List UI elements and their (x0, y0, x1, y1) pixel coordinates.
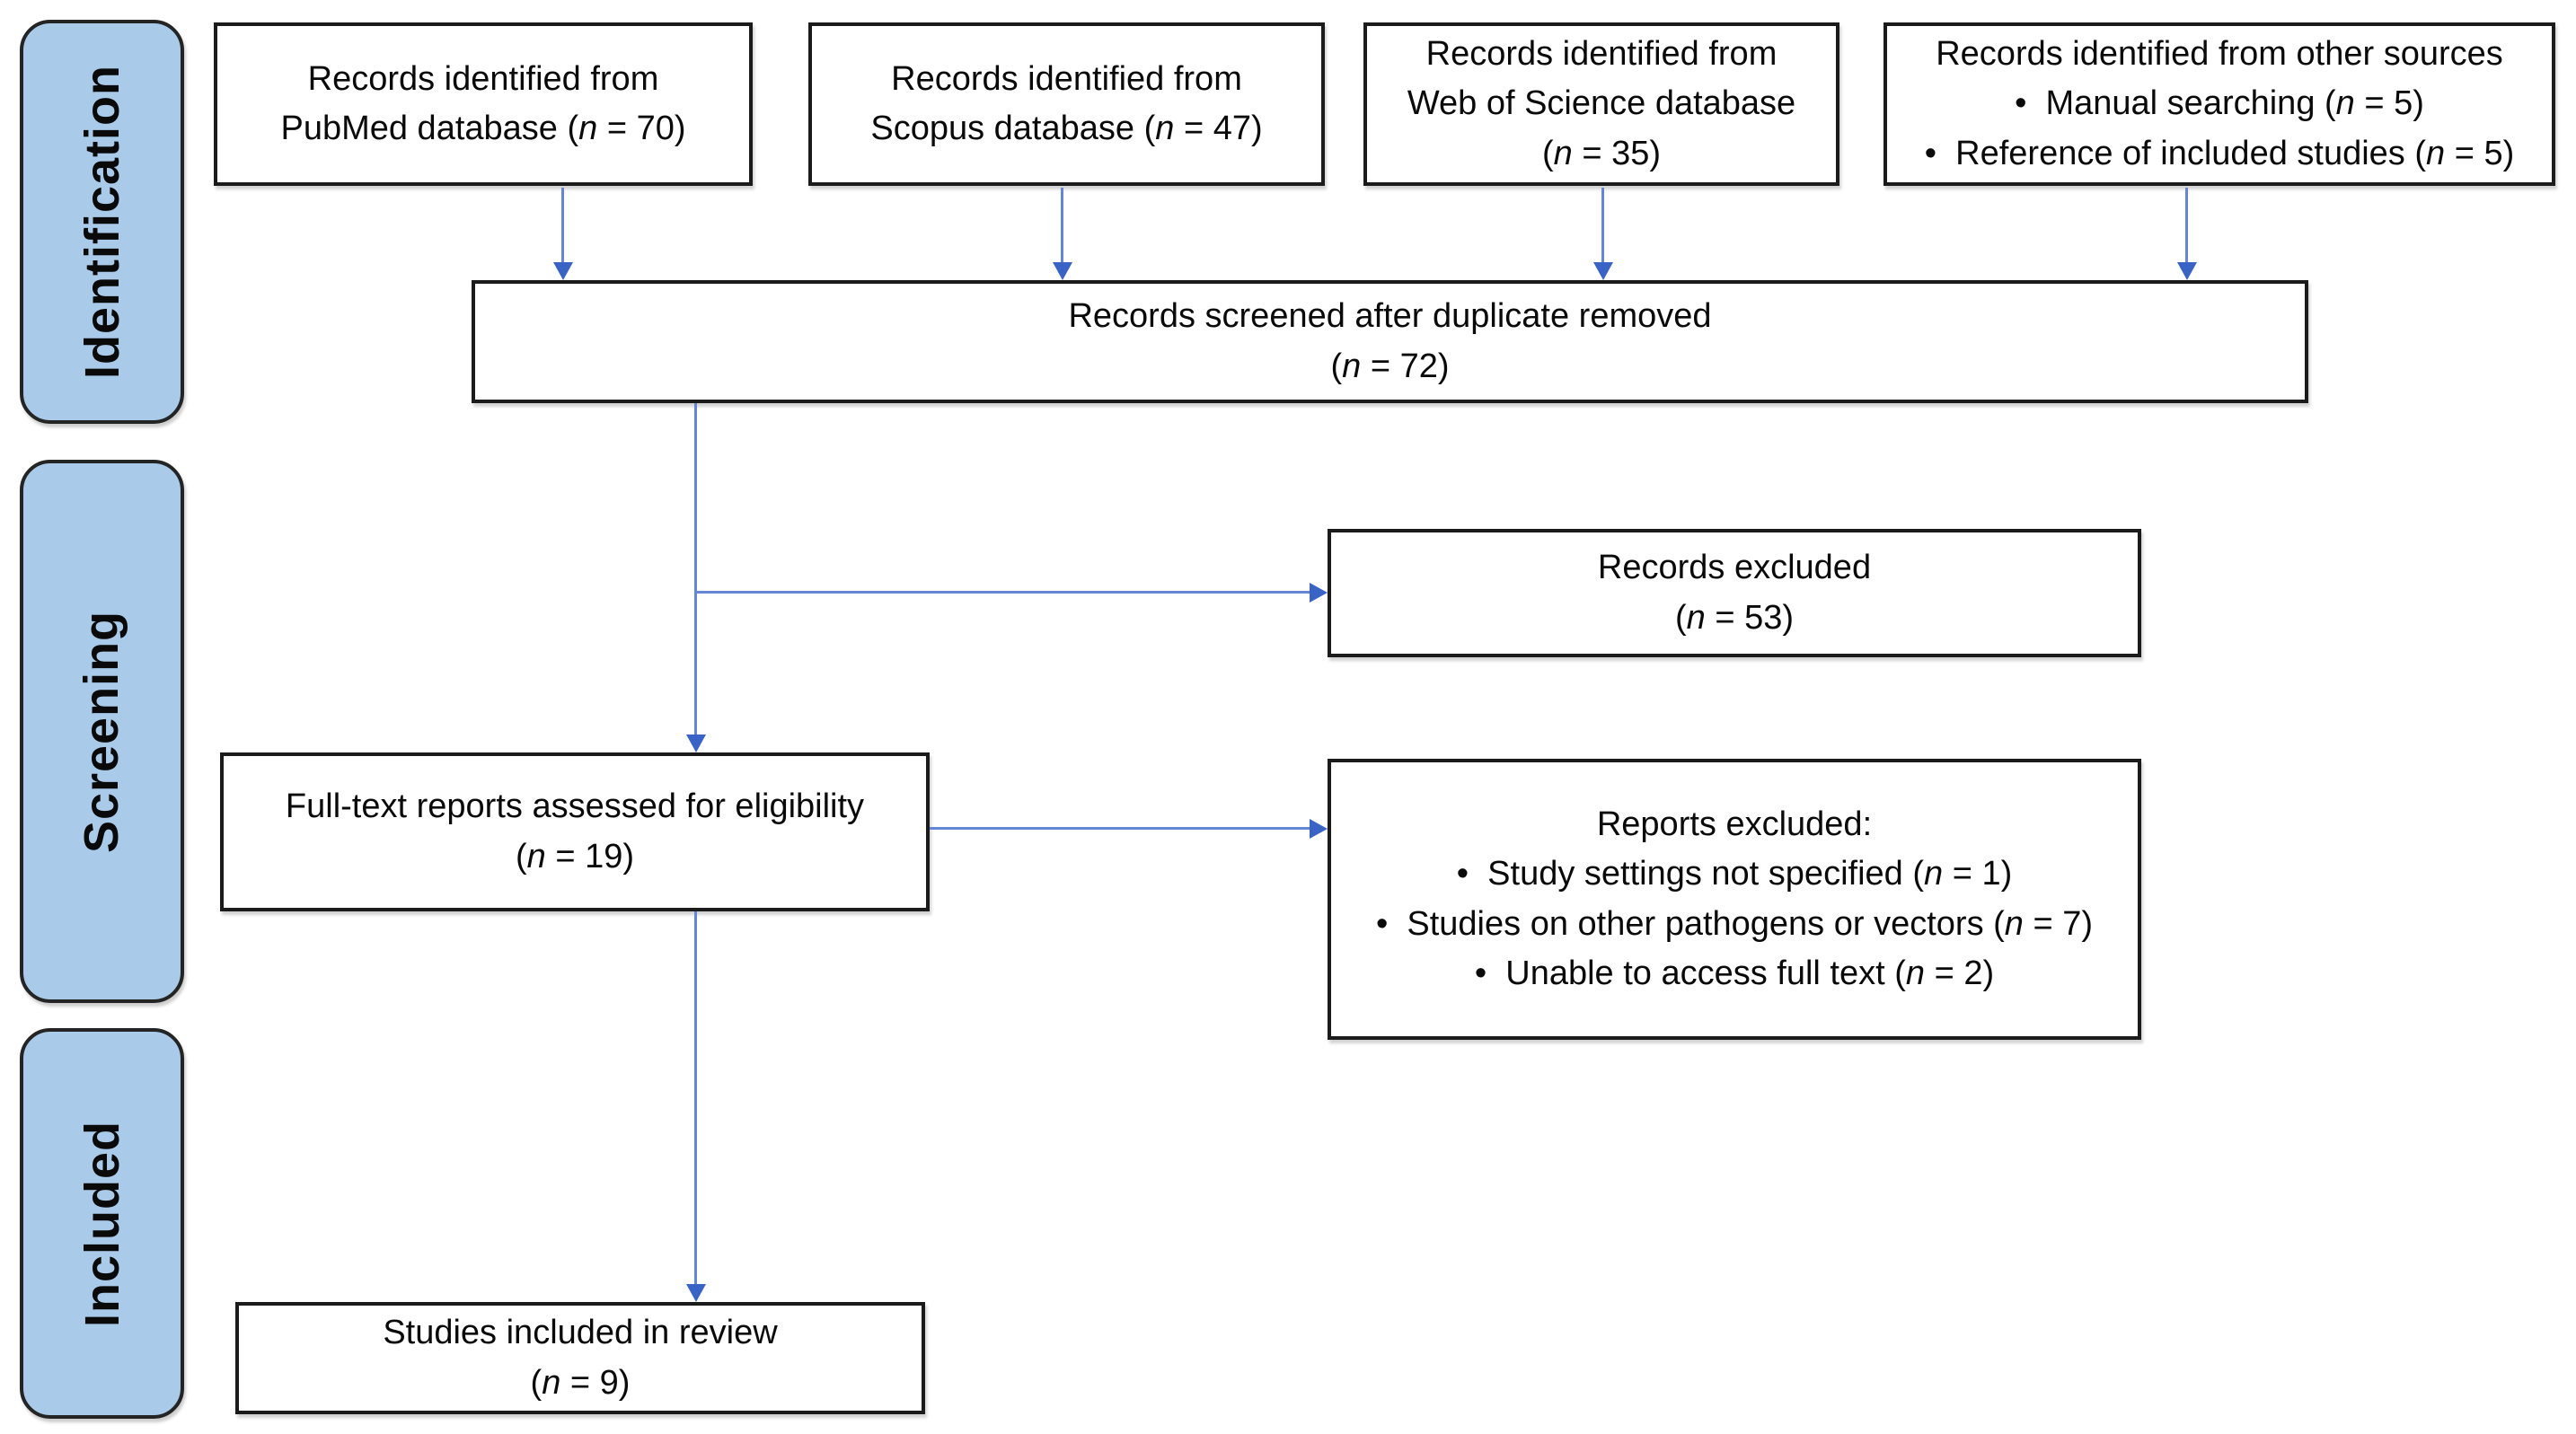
bullet-line: • Reference of included studies (n = 5) (1924, 134, 2515, 172)
stage-bar-screening: Screening (20, 460, 184, 1003)
arrow-line-fulltext-to-reports-excluded (930, 827, 1310, 830)
box-text-line: (n = 53) (1674, 598, 1795, 637)
arrow-head-wos-to-screened (1593, 262, 1613, 280)
arrow-head-pubmed-to-screened (553, 262, 573, 280)
stage-label-identification: Identification (75, 65, 129, 379)
box-reports-excluded: Reports excluded: • Study settings not s… (1328, 759, 2141, 1040)
box-text-line: Full-text reports assessed for eligibili… (285, 787, 865, 826)
box-text-line: Records identified from other sources (1936, 35, 2503, 74)
box-text-line: (n = 72) (1330, 347, 1450, 385)
stage-label-included: Included (75, 1120, 129, 1327)
box-text-line: Records identified from (891, 59, 1242, 98)
box-text-line: (n = 19) (515, 837, 635, 875)
arrow-head-branch-records-excluded (1310, 583, 1328, 603)
arrow-line-branch-records-excluded (696, 591, 1310, 594)
bullet-line: • Manual searching (n = 5) (2015, 84, 2424, 123)
box-studies-included: Studies included in review (n = 9) (235, 1302, 925, 1414)
arrow-line-fulltext-to-included (694, 911, 697, 1284)
arrow-line-screened-to-fulltext (694, 403, 697, 735)
arrow-head-screened-to-fulltext (686, 735, 706, 752)
box-text-line: Scopus database (n = 47) (870, 110, 1263, 147)
box-records-web-of-science: Records identified from Web of Science d… (1363, 22, 1839, 186)
box-text-line: Records identified from (307, 59, 659, 98)
arrow-line-wos-to-screened (1601, 188, 1604, 262)
arrow-line-pubmed-to-screened (561, 188, 564, 262)
arrow-head-other-to-screened (2177, 262, 2197, 280)
box-text-line: (n = 9) (530, 1363, 631, 1402)
arrow-head-fulltext-to-included (686, 1284, 706, 1302)
arrow-line-other-to-screened (2185, 188, 2188, 262)
stage-bar-included: Included (20, 1028, 184, 1419)
box-records-scopus: Records identified from Scopus database … (808, 22, 1325, 186)
box-text-line: (n = 35) (1541, 134, 1662, 172)
box-records-excluded: Records excluded (n = 53) (1328, 529, 2141, 657)
box-text-line: PubMed database (n = 70) (280, 110, 686, 147)
bullet-line: • Unable to access full text (n = 2) (1474, 954, 1995, 992)
box-records-screened: Records screened after duplicate removed… (472, 280, 2308, 403)
box-text-line: Records screened after duplicate removed (1068, 297, 1712, 336)
arrow-head-fulltext-to-reports-excluded (1310, 819, 1328, 839)
box-text-line: Studies included in review (383, 1314, 778, 1352)
stage-bar-identification: Identification (20, 20, 184, 424)
box-fulltext-assessed: Full-text reports assessed for eligibili… (220, 752, 930, 911)
arrow-head-scopus-to-screened (1053, 262, 1072, 280)
box-text-line: Reports excluded: (1596, 805, 1873, 844)
box-text-line: Web of Science database (1407, 84, 1796, 123)
box-records-other-sources: Records identified from other sources • … (1883, 22, 2555, 186)
box-records-pubmed: Records identified from PubMed database … (214, 22, 753, 186)
bullet-line: • Study settings not specified (n = 1) (1456, 855, 2013, 893)
box-text-line: Records excluded (1597, 549, 1872, 587)
stage-label-screening: Screening (75, 610, 129, 853)
box-text-line: Records identified from (1425, 35, 1778, 74)
arrow-line-scopus-to-screened (1061, 188, 1063, 262)
bullet-line: • Studies on other pathogens or vectors … (1375, 904, 2094, 943)
